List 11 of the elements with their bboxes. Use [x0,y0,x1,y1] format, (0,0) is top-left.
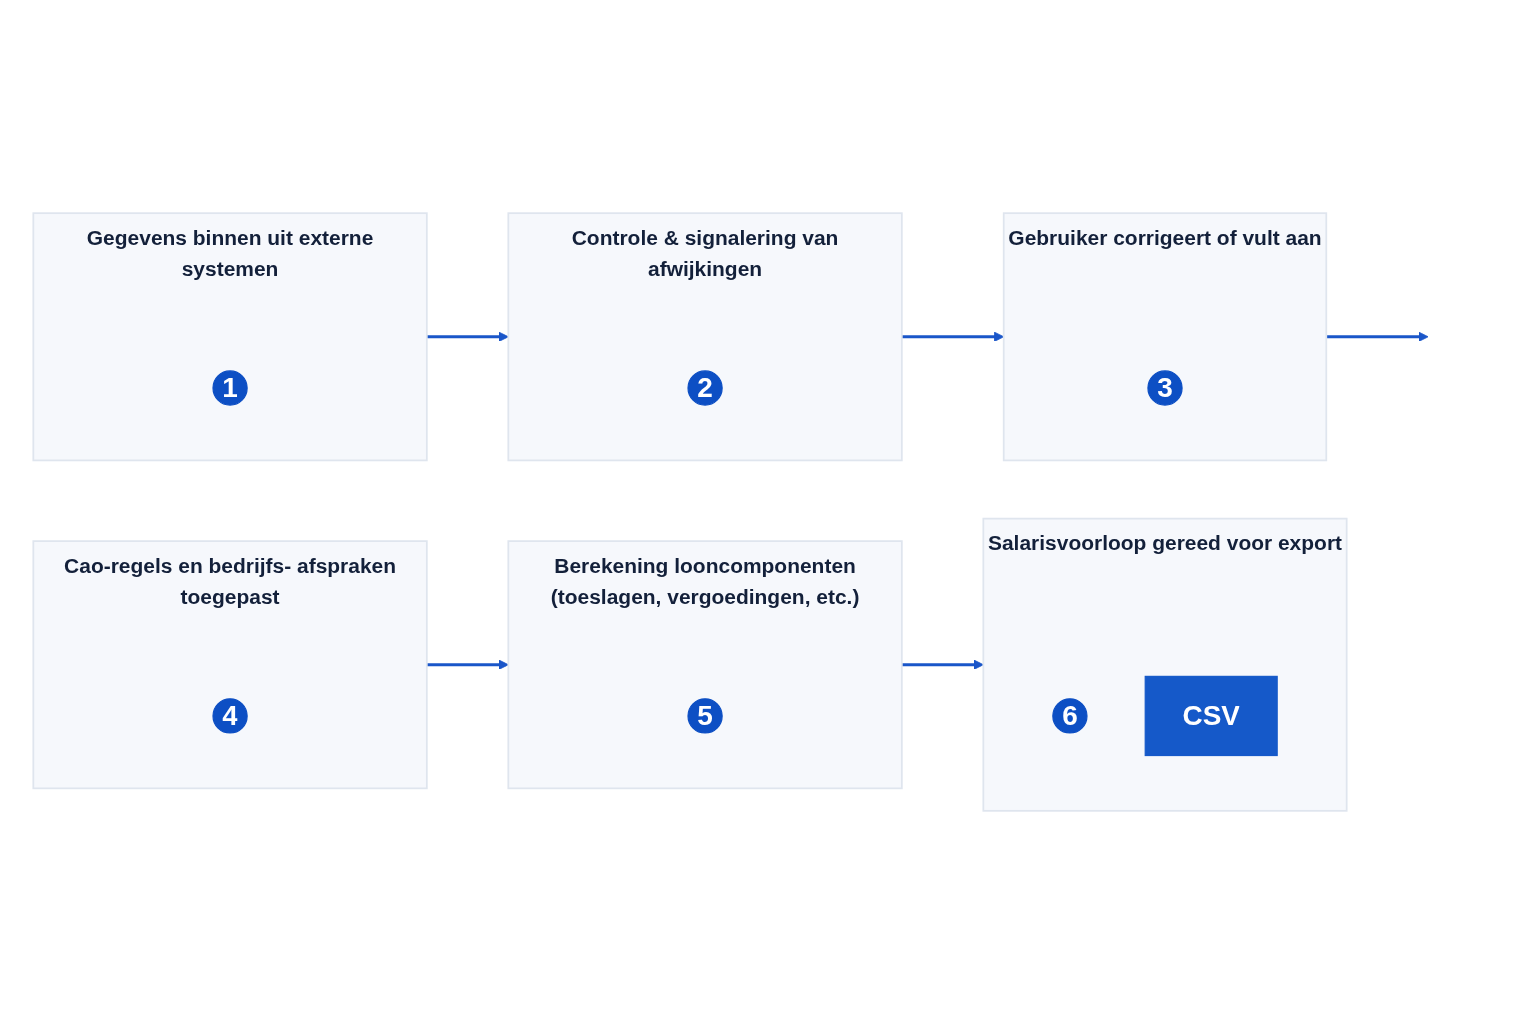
node-box: CSV [1144,675,1278,757]
arrow [426,331,509,342]
node-circle: 6 [1052,698,1088,734]
node-circle: 1 [212,370,248,406]
arrow [1326,331,1429,342]
node-circle: 4 [212,698,248,734]
node-circle: 5 [687,698,723,734]
node-circle: 3 [1147,370,1183,406]
arrow [901,659,984,670]
node-circle: 2 [687,370,723,406]
arrow [426,659,509,670]
